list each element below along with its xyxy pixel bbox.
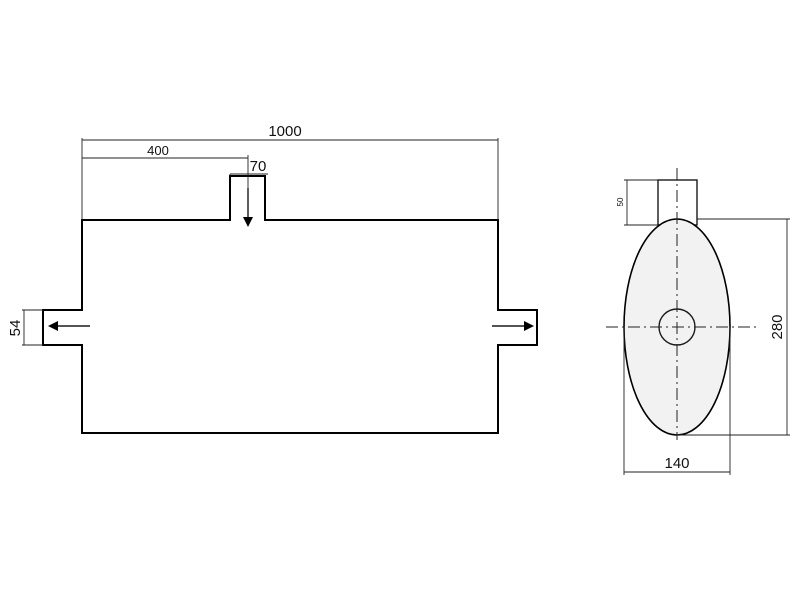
dim-inlet-width-label: 70 [250, 158, 267, 175]
muffler-body-outline [42, 175, 538, 434]
dim-outlet-height-label: 54 [7, 320, 24, 337]
dim-overall-length-label: 1000 [268, 123, 301, 140]
dim-inlet-offset-label: 400 [147, 143, 169, 158]
dim-inlet-stub-height: 50 [616, 179, 658, 226]
dim-outlet-height: 54 [7, 309, 43, 346]
front-view: 1000 400 70 54 [7, 123, 538, 434]
dim-overall-length: 1000 [81, 123, 499, 220]
dim-section-height-label: 280 [769, 314, 786, 339]
side-section-view: 50 280 140 [606, 168, 790, 475]
dim-section-width: 140 [623, 327, 731, 475]
dim-inlet-width: 70 [229, 158, 268, 176]
dim-section-width-label: 140 [664, 455, 689, 472]
dim-section-height: 280 [677, 218, 790, 436]
dim-inlet-stub-height-label: 50 [616, 197, 625, 206]
dim-inlet-offset: 400 [82, 143, 249, 176]
